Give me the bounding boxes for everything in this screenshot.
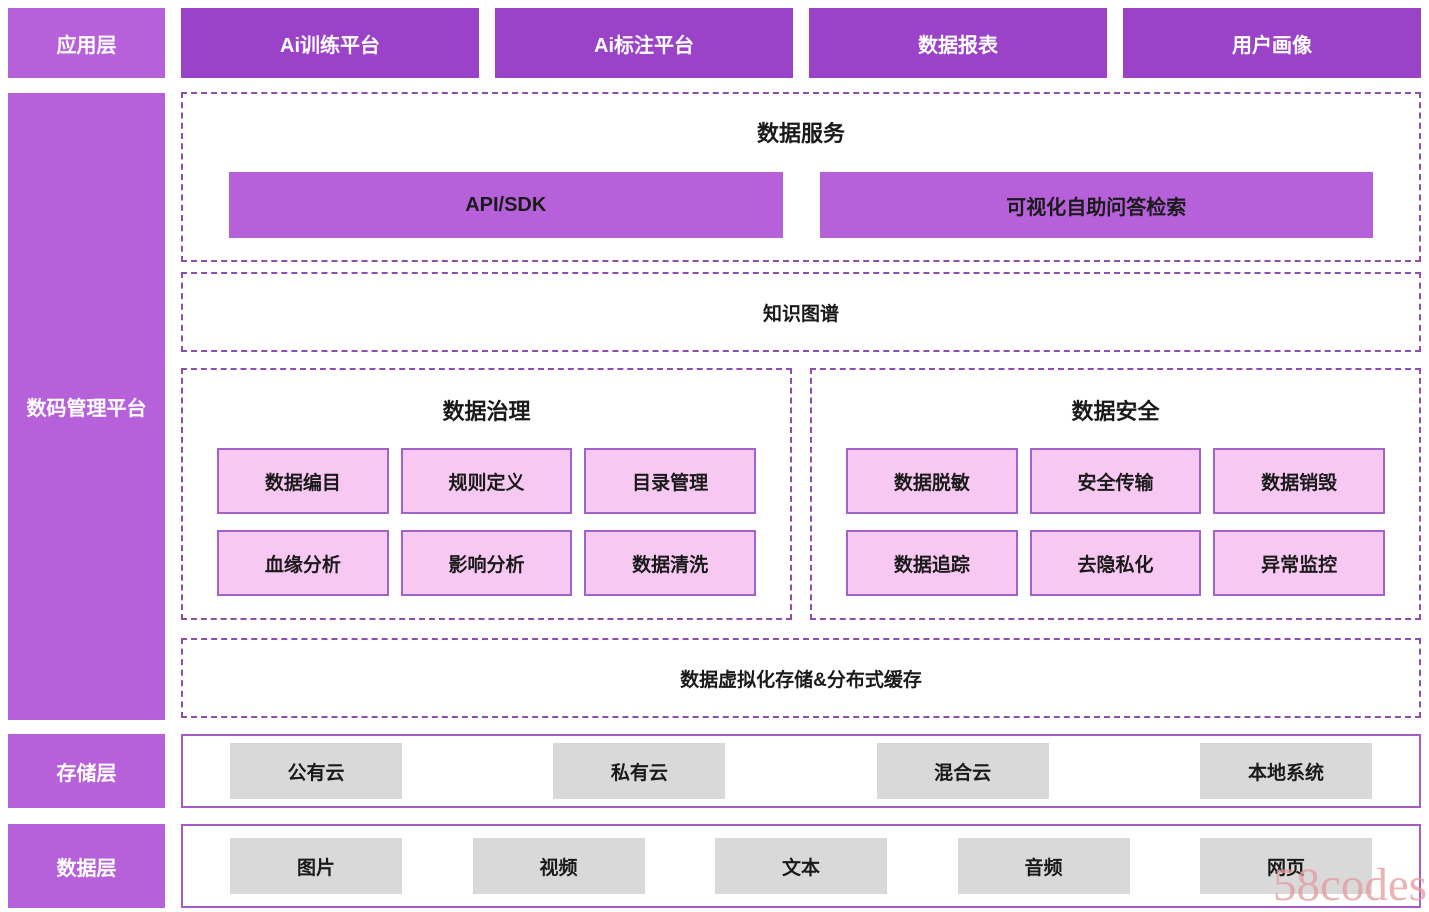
- governance-item-directory-mgmt: 目录管理: [584, 448, 756, 514]
- visual-qa-search-box: 可视化自助问答检索: [819, 172, 1373, 238]
- storage-cache-title: 数据虚拟化存储&分布式缓存: [680, 669, 922, 691]
- security-item-deprivatization: 去隐私化: [1029, 530, 1202, 596]
- api-sdk-box: API/SDK: [229, 172, 783, 238]
- storage-item-local-system: 本地系统: [1199, 743, 1372, 799]
- platform-label: 数码管理平台: [8, 93, 165, 720]
- data-layer-container: 图片 视频 文本 音频 网页: [181, 824, 1421, 908]
- app-box-data-report: 数据报表: [809, 8, 1107, 78]
- data-layer-row: 数据层 图片 视频 文本 音频 网页: [8, 824, 1421, 908]
- section-storage-cache: 数据虚拟化存储&分布式缓存: [181, 638, 1421, 718]
- section-knowledge-graph: 知识图谱: [181, 272, 1421, 352]
- app-box-user-profile: 用户画像: [1123, 8, 1421, 78]
- storage-item-hybrid-cloud: 混合云: [876, 743, 1049, 799]
- data-security-title: 数据安全: [1071, 399, 1160, 424]
- security-item-destruction: 数据销毁: [1213, 448, 1385, 514]
- knowledge-graph-title: 知识图谱: [762, 303, 839, 325]
- security-item-anomaly-monitoring: 异常监控: [1213, 530, 1385, 596]
- app-box-ai-annotation: Ai标注平台: [495, 8, 793, 78]
- data-governance-grid: 数据编目 规则定义 目录管理 血缘分析 影响分析 数据清洗: [183, 448, 790, 596]
- section-data-governance: 数据治理 数据编目 规则定义 目录管理 血缘分析 影响分析 数据清洗: [181, 368, 792, 620]
- data-security-grid: 数据脱敏 安全传输 数据销毁 数据追踪 去隐私化 异常监控: [812, 448, 1419, 596]
- storage-item-private-cloud: 私有云: [553, 743, 726, 799]
- section-data-service: 数据服务 API/SDK 可视化自助问答检索: [181, 92, 1421, 262]
- data-item-image: 图片: [230, 838, 402, 894]
- section-data-security: 数据安全 数据脱敏 安全传输 数据销毁 数据追踪 去隐私化 异常监控: [810, 368, 1421, 620]
- app-layer-label: 应用层: [8, 8, 165, 78]
- governance-item-rule-definition: 规则定义: [400, 448, 573, 514]
- data-item-text: 文本: [715, 838, 887, 894]
- storage-layer-container: 公有云 私有云 混合云 本地系统: [181, 734, 1421, 808]
- governance-item-impact-analysis: 影响分析: [400, 530, 573, 596]
- security-item-masking: 数据脱敏: [846, 448, 1018, 514]
- governance-item-lineage-analysis: 血缘分析: [217, 530, 389, 596]
- data-service-items: API/SDK 可视化自助问答检索: [183, 172, 1419, 238]
- governance-item-cataloging: 数据编目: [217, 448, 389, 514]
- data-governance-title: 数据治理: [442, 399, 531, 424]
- app-box-ai-training: Ai训练平台: [181, 8, 479, 78]
- platform-main: 数据服务 API/SDK 可视化自助问答检索 知识图谱 数据治理 数据编目 规则…: [181, 92, 1421, 718]
- app-layer-row: 应用层 Ai训练平台 Ai标注平台 数据报表 用户画像: [8, 8, 1421, 78]
- data-service-title: 数据服务: [756, 121, 845, 146]
- storage-layer-row: 存储层 公有云 私有云 混合云 本地系统: [8, 734, 1421, 808]
- security-item-tracking: 数据追踪: [846, 530, 1018, 596]
- storage-layer-label: 存储层: [8, 734, 165, 808]
- storage-item-public-cloud: 公有云: [230, 743, 402, 799]
- security-item-secure-transfer: 安全传输: [1029, 448, 1202, 514]
- governance-item-data-cleaning: 数据清洗: [584, 530, 756, 596]
- data-layer-label: 数据层: [8, 824, 165, 908]
- twin-sections-row: 数据治理 数据编目 规则定义 目录管理 血缘分析 影响分析 数据清洗 数据安全 …: [181, 368, 1421, 620]
- data-item-video: 视频: [472, 838, 645, 894]
- data-item-webpage: 网页: [1200, 838, 1372, 894]
- data-item-audio: 音频: [957, 838, 1130, 894]
